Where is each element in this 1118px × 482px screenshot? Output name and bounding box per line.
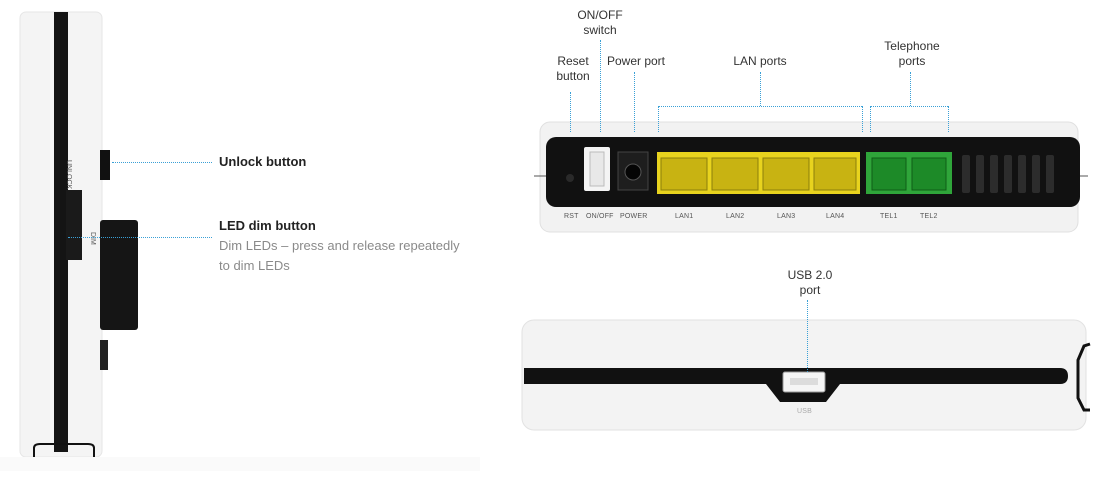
lan4-port bbox=[813, 157, 857, 191]
usb-line bbox=[807, 300, 808, 372]
lan2-port-label: LAN2 bbox=[726, 213, 745, 220]
lan-bracket bbox=[658, 106, 862, 107]
usb-port-label: USB bbox=[797, 408, 812, 415]
led-dim-desc-line1: Dim LEDs – press and release repeatedly bbox=[219, 238, 460, 253]
tel-stem bbox=[910, 72, 911, 106]
usb-callout-line1: USB 2.0 bbox=[787, 268, 833, 282]
power-port-label: POWER bbox=[620, 213, 648, 220]
unlock-callout-line bbox=[112, 162, 212, 163]
rst-port-label: RST bbox=[564, 213, 579, 220]
front-view-device bbox=[521, 319, 1091, 431]
dim-side-label: DIM bbox=[89, 232, 96, 245]
tel1-port bbox=[871, 157, 907, 191]
lan-right-leg bbox=[862, 106, 863, 132]
lan2-port bbox=[711, 157, 759, 191]
tel2-port-label: TEL2 bbox=[920, 213, 938, 220]
unlock-button-title: Unlock button bbox=[219, 154, 307, 169]
vents bbox=[962, 155, 1054, 193]
side-view-device bbox=[0, 11, 480, 471]
lan3-port bbox=[762, 157, 810, 191]
onoff-callout-line2: switch bbox=[583, 23, 617, 37]
lan-left-leg bbox=[658, 106, 659, 132]
tel-callout-line1: Telephone bbox=[884, 39, 940, 53]
tel-left-leg bbox=[870, 106, 871, 132]
tel2-port bbox=[911, 157, 947, 191]
usb-callout-line2: port bbox=[799, 283, 821, 297]
reset-line bbox=[570, 92, 571, 132]
lan1-port bbox=[660, 157, 708, 191]
lan1-port-label: LAN1 bbox=[675, 213, 694, 220]
lan-stem bbox=[760, 72, 761, 106]
reset-callout-line2: button bbox=[556, 69, 590, 83]
lan4-port-label: LAN4 bbox=[826, 213, 845, 220]
led-dim-button-title: LED dim button bbox=[219, 218, 316, 233]
power-port bbox=[624, 163, 642, 181]
reset-callout-line1: Reset bbox=[557, 54, 589, 68]
lan3-port-label: LAN3 bbox=[777, 213, 796, 220]
tel1-port-label: TEL1 bbox=[880, 213, 898, 220]
tel-right-leg bbox=[948, 106, 949, 132]
power-line bbox=[634, 72, 635, 132]
tel-callout-line2: ports bbox=[898, 54, 926, 68]
onoff-callout-line1: ON/OFF bbox=[577, 8, 623, 22]
reset-button-hole bbox=[566, 174, 574, 182]
led-dim-desc-line2: to dim LEDs bbox=[219, 258, 290, 273]
lan-callout: LAN ports bbox=[733, 54, 787, 68]
dim-callout-line bbox=[68, 237, 212, 238]
onoff-port-label: ON/OFF bbox=[586, 213, 614, 220]
unlock-side-label: UNLOCK bbox=[65, 160, 72, 190]
onoff-line bbox=[600, 40, 601, 132]
tel-bracket bbox=[870, 106, 948, 107]
power-callout: Power port bbox=[606, 54, 666, 68]
back-view-device bbox=[534, 121, 1088, 233]
